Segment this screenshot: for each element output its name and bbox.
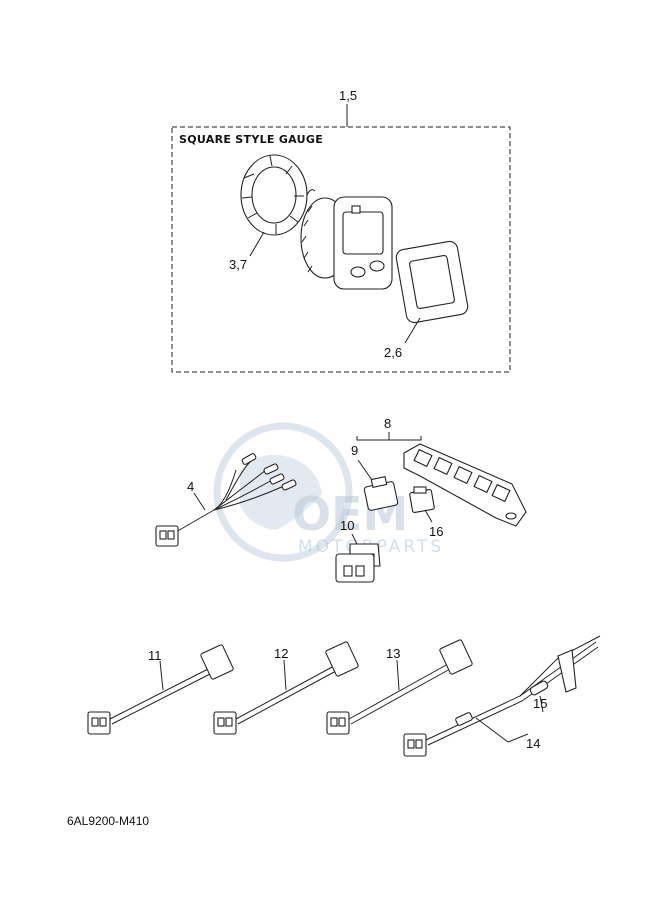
ring-nut-part <box>240 154 316 236</box>
callout-9: 9 <box>351 443 358 458</box>
callout-4: 4 <box>187 479 194 494</box>
callout-11: 11 <box>148 648 162 663</box>
gauge-body-part <box>300 196 393 290</box>
group-box-title: SQUARE STYLE GAUGE <box>179 133 323 146</box>
harness-11-part <box>87 644 234 735</box>
drawing-code: 6AL9200-M410 <box>67 814 149 828</box>
square-gauge-group-box <box>171 126 511 373</box>
callout-8: 8 <box>384 416 391 431</box>
harness-4-part <box>155 453 297 547</box>
callout-3-7: 3,7 <box>229 257 247 272</box>
callout-13: 13 <box>386 646 400 661</box>
callout-12: 12 <box>274 646 288 661</box>
connector-9-part <box>363 475 399 511</box>
callout-15: 15 <box>533 696 547 711</box>
callout-16: 16 <box>429 524 443 539</box>
connector-10-part <box>335 543 381 583</box>
harness-12-part <box>213 641 359 735</box>
gasket-part <box>395 240 469 324</box>
harness-13-part <box>326 639 473 735</box>
callout-10: 10 <box>340 518 354 533</box>
callout-2-6: 2,6 <box>384 345 402 360</box>
connector-block-part <box>403 443 527 527</box>
callout-14: 14 <box>526 736 540 751</box>
connector-16-part <box>409 486 435 513</box>
callout-1-5: 1,5 <box>339 88 357 103</box>
harness-14-part <box>403 635 601 757</box>
